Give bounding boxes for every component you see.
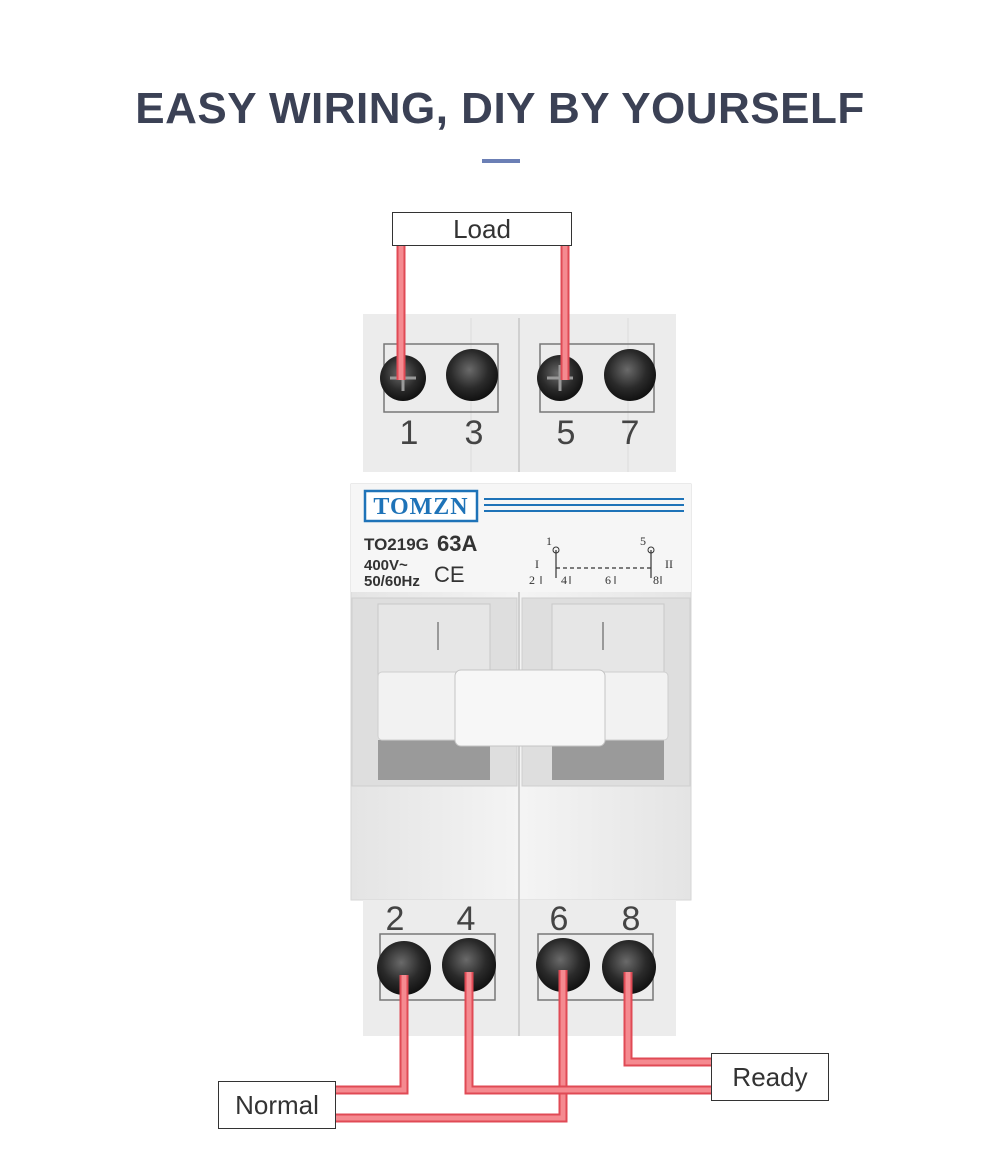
terminal-number-8: 8 [622,900,641,938]
screw-terminal-8 [602,940,656,994]
current-rating: 63A [437,531,477,556]
wire-terminal-4-to-ready [464,972,712,1095]
screw-terminal-4 [442,938,496,992]
page-title: EASY WIRING, DIY BY YOURSELF [135,84,865,133]
switch-schematic [540,546,662,584]
voltage-rating: 400V~ [364,557,408,574]
terminal-number-7: 7 [621,414,640,452]
brand-logo: TOMZN [363,489,479,523]
terminal-number-4: 4 [457,900,476,938]
load-label: Load [392,212,572,246]
schematic-term-1: 1 [546,534,552,548]
normal-label: Normal [218,1081,336,1129]
schematic-position-two: II [665,557,673,571]
screw-terminal-3 [446,349,498,401]
svg-text:TOMZN: TOMZN [373,494,468,520]
screw-terminal-5 [537,355,583,401]
schematic-term-4: 4 [561,573,567,587]
wire-terminal-6-to-normal [336,970,568,1123]
schematic-position-one: I [535,557,539,571]
model-number: TO219G [364,535,429,554]
schematic-term-6: 6 [605,573,611,587]
terminal-number-2: 2 [386,900,405,938]
terminal-number-5: 5 [557,414,576,452]
screw-terminal-2 [377,941,431,995]
brand-stripes [484,498,684,512]
toggle-lever[interactable] [377,669,669,747]
ready-label: Ready [711,1053,829,1101]
title-underline [482,159,520,163]
wire-terminal-2-to-normal [336,975,409,1095]
screw-terminal-6 [536,938,590,992]
screw-terminal-7 [604,349,656,401]
ce-mark: CE [434,562,465,587]
schematic-term-5: 5 [640,534,646,548]
terminal-number-1: 1 [400,414,419,452]
schematic-term-8: 8 [653,573,659,587]
wire-terminal-8-to-ready [623,972,712,1067]
terminal-number-3: 3 [465,414,484,452]
terminal-number-6: 6 [550,900,569,938]
schematic-term-2: 2 [529,573,535,587]
frequency-rating: 50/60Hz [364,573,420,590]
